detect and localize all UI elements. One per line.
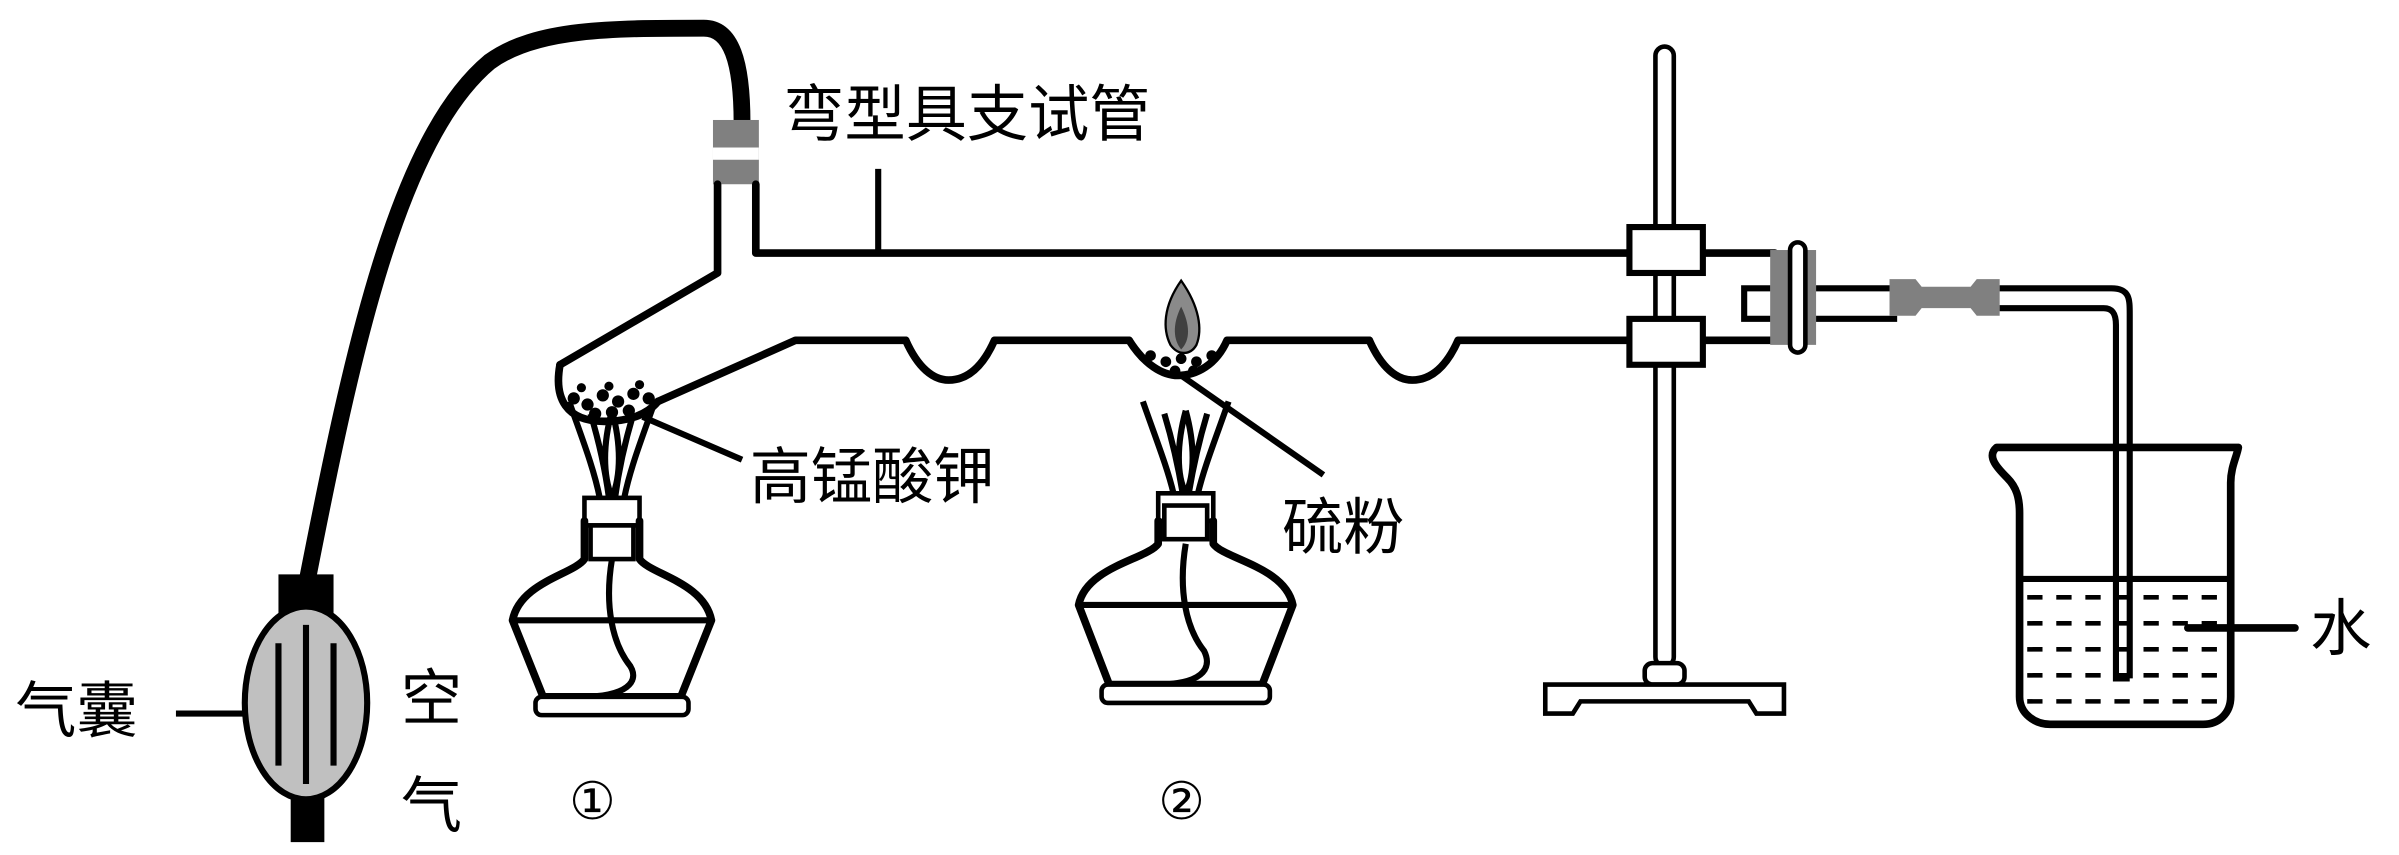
lamp-1-label: ① bbox=[569, 772, 616, 832]
tube-outlet bbox=[1741, 240, 2133, 682]
water-dashes bbox=[2027, 595, 2227, 704]
rubber-hose bbox=[299, 19, 751, 588]
air-label-top: 空 bbox=[401, 664, 462, 735]
sulfur-label: 硫粉 bbox=[1282, 492, 1404, 563]
air-bag-label: 气囊 bbox=[15, 676, 137, 747]
bent-branch-tube bbox=[554, 119, 1779, 426]
air-label-bottom: 气 bbox=[401, 771, 462, 842]
lamp-2-label: ② bbox=[1158, 772, 1205, 832]
sulfur-powder bbox=[1145, 350, 1218, 377]
clamp-lower bbox=[1626, 315, 1706, 368]
kmno4-leader bbox=[641, 413, 744, 463]
rubber-connector bbox=[1889, 279, 2000, 316]
alcohol-lamp-2 bbox=[1074, 400, 1297, 706]
beaker bbox=[1988, 443, 2299, 729]
sulfur-leader bbox=[1179, 372, 1326, 478]
iron-stand bbox=[1542, 44, 1787, 716]
air-bag bbox=[175, 574, 371, 843]
alcohol-lamp-1 bbox=[508, 400, 716, 718]
kmno4-label: 高锰酸钾 bbox=[750, 442, 995, 513]
clamp-upper bbox=[1626, 224, 1706, 277]
water-label: 水 bbox=[2310, 593, 2371, 664]
bent-tube-label: 弯型具支试管 bbox=[783, 79, 1150, 150]
